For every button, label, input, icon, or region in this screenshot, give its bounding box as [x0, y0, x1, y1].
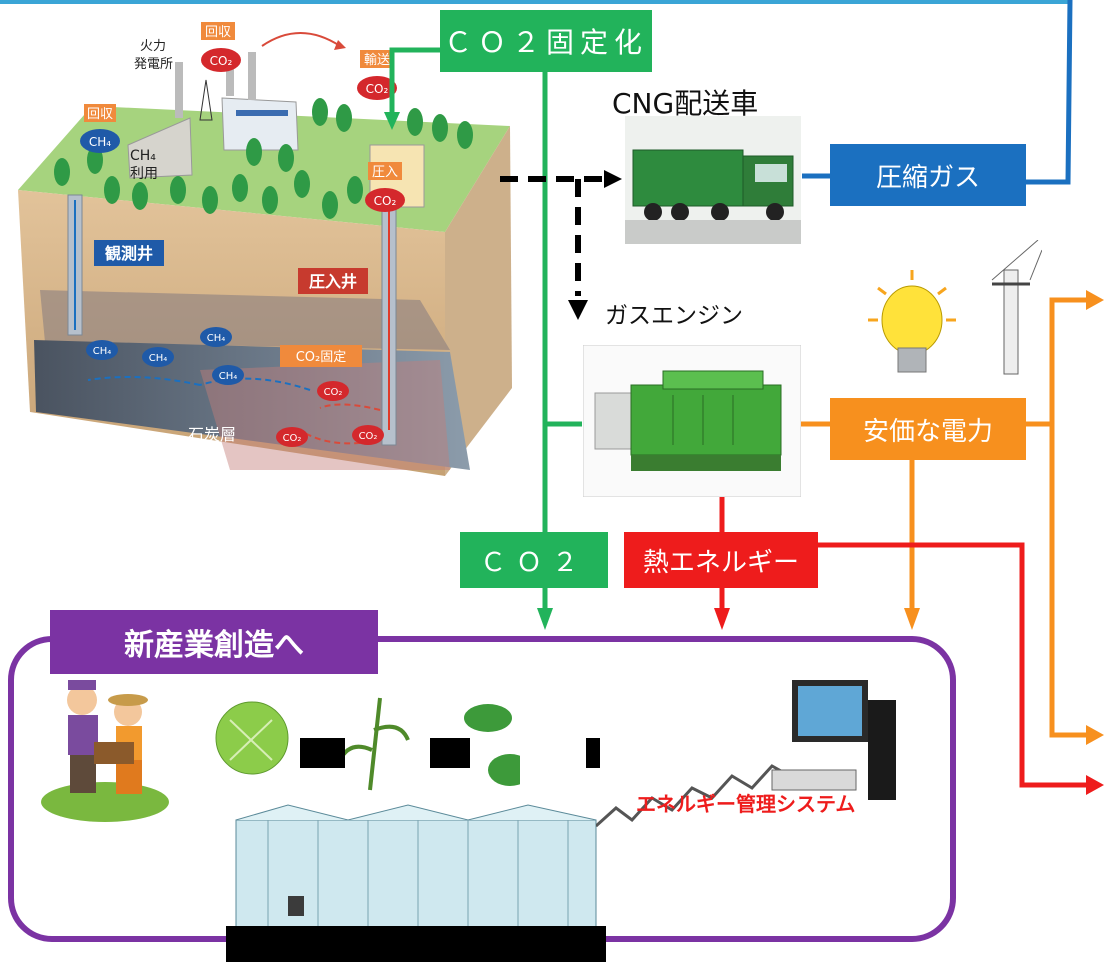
- co2-fixation-layer-label: CO₂固定: [296, 350, 347, 365]
- co2-badge: CO₂: [210, 54, 233, 68]
- cng-truck-title: CNG配送車: [612, 87, 759, 120]
- ch4-badge: CH₄: [89, 135, 111, 149]
- co2-badge: CO₂: [324, 387, 343, 398]
- herb-leaves-icon: [464, 704, 520, 786]
- ch4-badge: CH₄: [207, 333, 226, 344]
- gas-engine-image: [583, 345, 801, 497]
- co2-fixation-label: ＣＯ２固定化: [440, 10, 652, 72]
- computer-network-image: [596, 680, 896, 828]
- ch4-badge: CH₄: [219, 371, 238, 382]
- gas-engine-title: ガスエンジン: [605, 303, 743, 329]
- observation-well-label: 観測井: [105, 244, 153, 263]
- recover-ch4-label: 回収: [87, 107, 113, 122]
- transport-label: 輸送: [364, 53, 390, 68]
- redaction-bar: [430, 738, 470, 768]
- utility-pole-icon: [991, 240, 1042, 375]
- cng-truck-image: [625, 116, 801, 244]
- grain-plant-icon: [338, 697, 410, 791]
- redaction-bar: [226, 926, 606, 962]
- cheap-power-label: 安価な電力: [830, 398, 1026, 460]
- new-industry-title: 新産業創造へ: [50, 610, 378, 674]
- injection-well-label: 圧入井: [309, 272, 357, 291]
- ch4-badge: CH₄: [93, 346, 112, 357]
- lightbulb-icon: [868, 270, 956, 373]
- redaction-bar: [586, 738, 600, 768]
- co2-label: ＣＯ２: [460, 532, 608, 588]
- co2-badge: CO₂: [359, 431, 378, 442]
- compressed-gas-label: 圧縮ガス: [830, 144, 1026, 206]
- ground-side: [445, 126, 512, 476]
- greenhouse-image: [235, 804, 597, 931]
- recover-co2-label: 回収: [205, 25, 231, 40]
- co2-badge: CO₂: [283, 433, 302, 444]
- farmers-image: [41, 680, 169, 822]
- heat-energy-label: 熱エネルギー: [624, 532, 818, 588]
- co2-badge: CO₂: [366, 82, 389, 96]
- top-border-line: [0, 0, 1070, 4]
- coal-seam-label: 石炭層: [188, 425, 236, 444]
- power-plant-label: 火力発電所: [134, 39, 173, 72]
- inject-label: 圧入: [372, 165, 398, 180]
- computer-icon: [771, 680, 896, 800]
- lightbulb-pole-image: [868, 240, 1042, 375]
- ch4-badge: CH₄: [149, 353, 168, 364]
- co2-badge: CO₂: [374, 194, 397, 208]
- redaction-bar: [300, 738, 345, 768]
- crops-image: [215, 697, 520, 791]
- energy-management-label: エネルギー管理システム: [636, 792, 856, 816]
